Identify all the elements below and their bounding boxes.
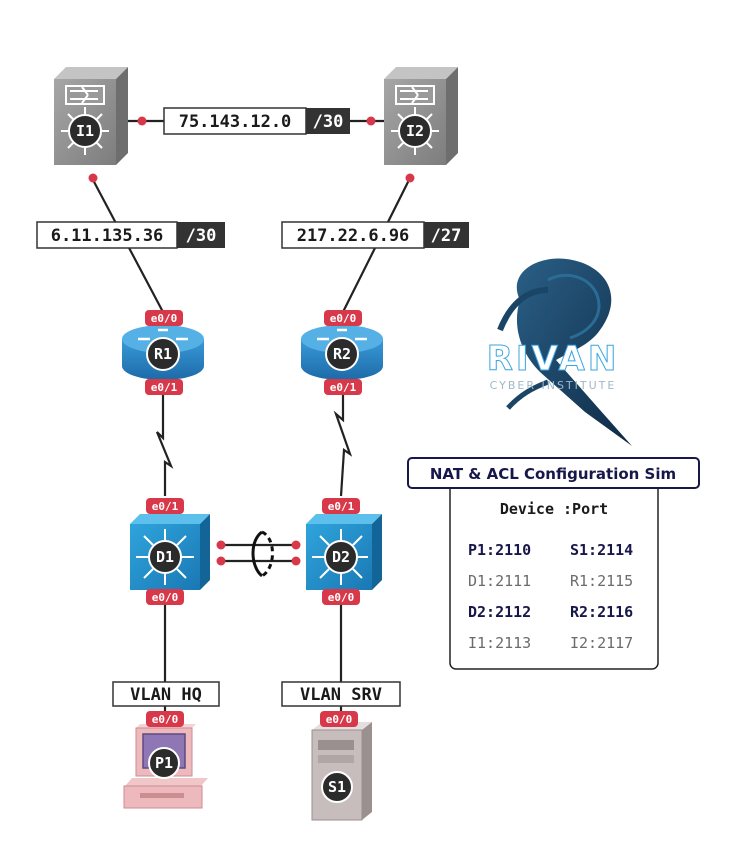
table-cell: D2:2112 — [468, 603, 531, 621]
device-label-d2: D2 — [332, 548, 350, 566]
device-label-i1: I1 — [76, 122, 94, 140]
svg-text:e0/1: e0/1 — [152, 500, 179, 513]
port-badge-d1-top: e0/1 — [146, 498, 184, 514]
table-cell: S1:2114 — [570, 541, 633, 559]
port-badge-r2-top: e0/0 — [324, 310, 362, 326]
port-badge-r1-bottom: e0/1 — [145, 379, 183, 395]
network-label-i1-r1: 6.11.135.36 /30 — [36, 221, 225, 249]
vlan-name: VLAN SRV — [300, 685, 382, 705]
vlan-label-hq: VLAN HQ — [112, 681, 220, 707]
isp-router-i1[interactable]: I1 — [54, 67, 128, 165]
network-mask: /27 — [431, 226, 462, 246]
device-label-r1: R1 — [154, 345, 172, 363]
device-label-r2: R2 — [333, 345, 351, 363]
links — [91, 119, 411, 712]
svg-text:e0/0: e0/0 — [330, 312, 357, 325]
port-table: P1:2110 S1:2114 D1:2111 R1:2115 D2:2112 … — [468, 541, 633, 652]
device-label-d1: D1 — [156, 548, 174, 566]
network-label-i2-r2: 217.22.6.96 /27 — [281, 221, 469, 249]
config-sim-panel: NAT & ACL Configuration Sim Device :Port… — [407, 457, 700, 670]
svg-text:e0/1: e0/1 — [328, 500, 355, 513]
isp-router-i2[interactable]: I2 — [384, 67, 458, 165]
table-cell: D1:2111 — [468, 572, 531, 590]
port-badge-d2-top: e0/1 — [322, 498, 360, 514]
table-cell: R2:2116 — [570, 603, 633, 621]
rivan-logo: RIVAN CYBER INSTITUTE — [486, 258, 632, 446]
link-r1-d1-serial — [155, 395, 174, 496]
network-mask: /30 — [313, 112, 344, 132]
svg-text:e0/0: e0/0 — [152, 591, 179, 604]
server-s1[interactable]: S1 — [311, 722, 372, 821]
svg-text:e0/1: e0/1 — [330, 381, 357, 394]
device-label-p1: P1 — [155, 754, 173, 772]
panel-header: Device :Port — [500, 500, 608, 518]
pc-p1[interactable]: P1 — [123, 724, 208, 809]
port-badge-r2-bottom: e0/1 — [324, 379, 362, 395]
port-badge-d1-bottom: e0/0 — [146, 589, 184, 605]
table-cell: I1:2113 — [468, 634, 531, 652]
device-label-s1: S1 — [328, 778, 346, 796]
network-address: 217.22.6.96 — [297, 226, 410, 246]
svg-text:e0/0: e0/0 — [326, 713, 353, 726]
vlan-label-srv: VLAN SRV — [281, 681, 401, 707]
dragon-icon — [497, 258, 632, 446]
switch-d1[interactable]: D1 — [130, 514, 210, 590]
router-r1[interactable]: R1 — [122, 325, 204, 380]
router-arrows-icon — [138, 328, 188, 350]
chassis-switch-icon — [65, 85, 105, 105]
logo-name: RIVAN — [487, 339, 620, 379]
link-r2-d2-serial — [333, 395, 353, 497]
network-mask: /30 — [186, 226, 217, 246]
table-cell: I2:2117 — [570, 634, 633, 652]
router-arrows-icon — [317, 328, 367, 350]
multilayer-arrows-icon — [136, 529, 194, 585]
port-badge-p1: e0/0 — [146, 711, 184, 727]
port-badge-d2-bottom: e0/0 — [322, 589, 360, 605]
switch-d2[interactable]: D2 — [306, 514, 382, 590]
svg-text:e0/0: e0/0 — [152, 713, 179, 726]
logo-subtitle: CYBER INSTITUTE — [490, 379, 617, 392]
network-address: 75.143.12.0 — [179, 112, 292, 132]
multilayer-arrows-icon — [312, 529, 368, 585]
chassis-switch-icon — [395, 85, 435, 105]
device-label-i2: I2 — [406, 122, 424, 140]
network-label-i1-i2: 75.143.12.0 /30 — [163, 107, 350, 135]
svg-text:e0/1: e0/1 — [151, 381, 178, 394]
svg-text:e0/0: e0/0 — [151, 312, 178, 325]
svg-text:e0/0: e0/0 — [328, 591, 355, 604]
link-endpoints — [88, 116, 415, 566]
port-badge-s1: e0/0 — [320, 711, 358, 727]
vlan-name: VLAN HQ — [130, 685, 202, 705]
port-channel-icon — [251, 530, 274, 578]
router-r2[interactable]: R2 — [301, 325, 383, 380]
table-cell: R1:2115 — [570, 572, 633, 590]
port-badge-r1-top: e0/0 — [145, 310, 183, 326]
network-address: 6.11.135.36 — [51, 226, 164, 246]
table-cell: P1:2110 — [468, 541, 531, 559]
panel-title: NAT & ACL Configuration Sim — [430, 465, 676, 483]
